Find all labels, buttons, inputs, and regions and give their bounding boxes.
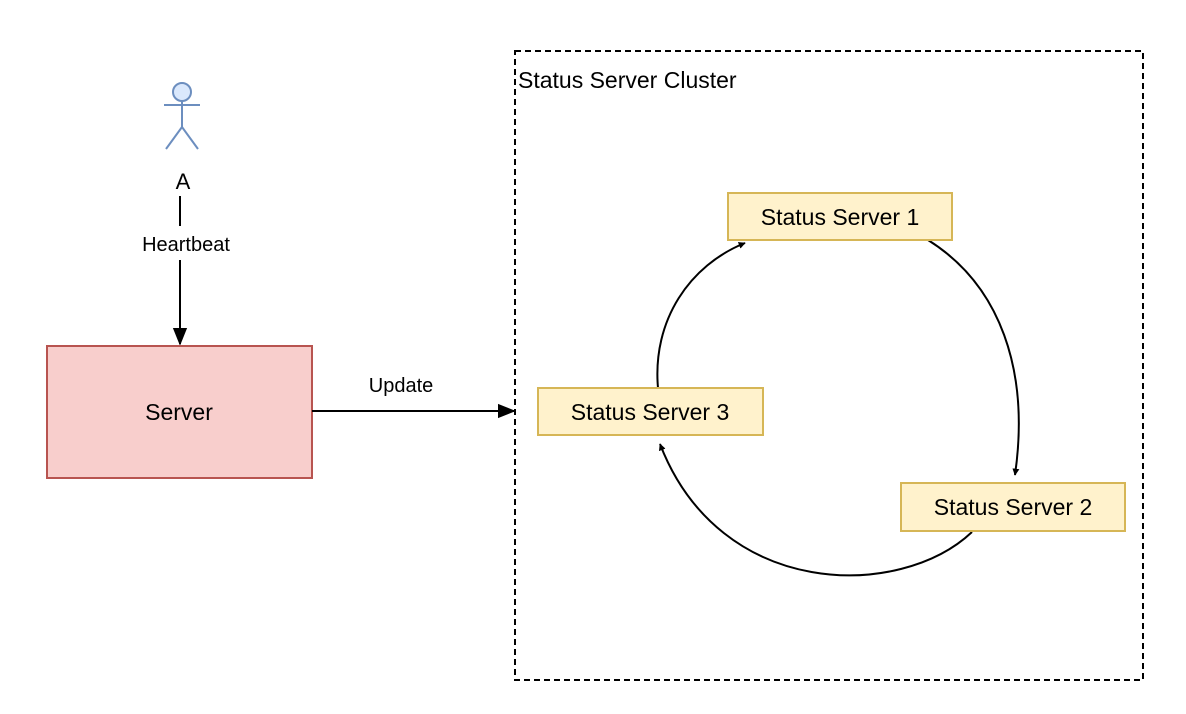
cluster-title: Status Server Cluster: [518, 67, 737, 93]
cluster-boundary: [514, 50, 1144, 681]
ring-arc-s3-to-s1: [656, 242, 746, 389]
heartbeat-label: Heartbeat: [142, 234, 230, 256]
actor-icon: [164, 82, 200, 150]
status-server-2-box: [900, 482, 1126, 532]
status-server-3-box: [537, 387, 764, 436]
update-label: Update: [369, 375, 434, 397]
actor-head: [172, 82, 192, 102]
server-label: Server: [145, 399, 213, 425]
status-server-1-label: Status Server 1: [761, 204, 920, 230]
status-server-2-label: Status Server 2: [934, 494, 1093, 520]
ring-arc-s1-to-s2: [927, 239, 1020, 476]
status-server-1-box: [727, 192, 953, 241]
actor-label: A: [176, 169, 191, 194]
server-box: [46, 345, 313, 479]
ring-arc-s2-to-s3: [659, 443, 973, 577]
status-server-3-label: Status Server 3: [571, 399, 730, 425]
